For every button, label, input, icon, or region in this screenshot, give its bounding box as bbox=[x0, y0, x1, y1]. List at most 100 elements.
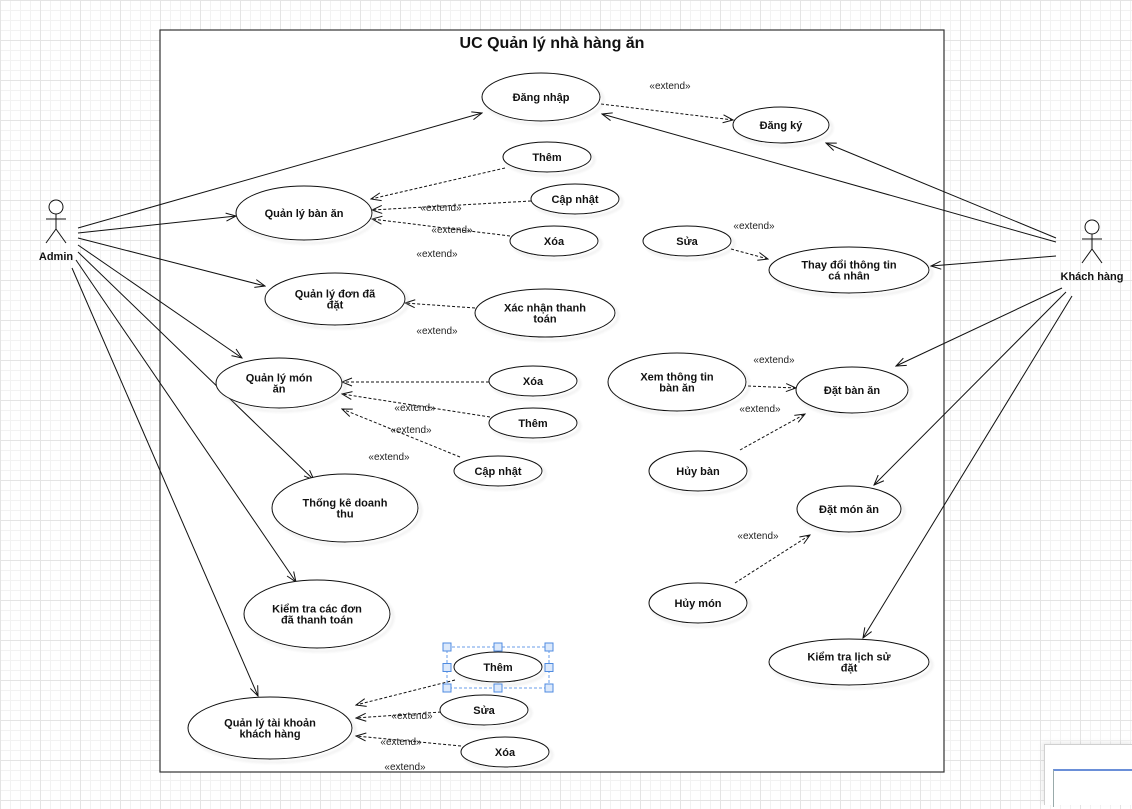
use-case-ellipse[interactable] bbox=[488, 365, 578, 397]
association-admin-kiem_tra_don[interactable] bbox=[75, 259, 296, 582]
actor-customer[interactable]: Khách hàng bbox=[1061, 219, 1124, 283]
association-customer-dat_mon[interactable] bbox=[874, 291, 1067, 485]
use-case-ellipse[interactable] bbox=[642, 225, 732, 257]
resize-handle[interactable] bbox=[493, 683, 503, 693]
resize-handle[interactable] bbox=[544, 663, 554, 672]
association-layer bbox=[71, 113, 1073, 696]
use-case-label: Thêm bbox=[518, 418, 548, 430]
panel-tab[interactable] bbox=[1053, 769, 1132, 807]
use-case-ellipse[interactable] bbox=[488, 407, 578, 439]
use-case-label: Hủy bàn bbox=[676, 466, 720, 478]
use-case-ellipse[interactable] bbox=[796, 485, 902, 533]
use-case-them-tk[interactable]: Thêm bbox=[453, 651, 543, 683]
extend-sua_tk-ql_tk[interactable] bbox=[356, 711, 442, 718]
use-case-dang-nhap[interactable]: Đăng nhập bbox=[481, 72, 601, 122]
use-case-ellipse[interactable] bbox=[453, 455, 543, 487]
use-case-them-mon[interactable]: Thêm bbox=[488, 407, 578, 439]
use-case-ellipse[interactable] bbox=[607, 352, 747, 412]
use-case-ellipse[interactable] bbox=[264, 272, 406, 326]
use-case-sua-tk[interactable]: Sửa bbox=[439, 694, 529, 726]
extend-xoa_ban-ql_ban_an[interactable] bbox=[372, 219, 511, 237]
use-case-label: cá nhân bbox=[828, 271, 870, 283]
use-case-ellipse[interactable] bbox=[243, 579, 391, 649]
resize-handle[interactable] bbox=[544, 683, 554, 693]
use-case-ellipse[interactable] bbox=[530, 183, 620, 215]
resize-handle[interactable] bbox=[442, 663, 452, 672]
actor-layer: Admin Khách hàng bbox=[39, 199, 1124, 283]
use-case-ellipse[interactable] bbox=[460, 736, 550, 768]
association-admin-ql_mon[interactable] bbox=[77, 244, 242, 358]
use-case-ellipse[interactable] bbox=[795, 366, 909, 414]
use-case-ellipse[interactable] bbox=[732, 106, 830, 144]
use-case-huy-ban[interactable]: Hủy bàn bbox=[648, 450, 748, 492]
extend-them_tk-ql_tk[interactable] bbox=[356, 679, 456, 705]
resize-handle[interactable] bbox=[544, 642, 554, 652]
extend-them_ban-ql_ban_an[interactable] bbox=[371, 167, 506, 199]
use-case-dat-ban[interactable]: Đặt bàn ăn bbox=[795, 366, 909, 414]
extend-dang_nhap-dang_ky[interactable] bbox=[600, 103, 733, 120]
use-case-them-ban[interactable]: Thêm bbox=[502, 141, 592, 173]
use-case-capnhat-mon[interactable]: Cập nhật bbox=[453, 455, 543, 487]
association-customer-dat_ban[interactable] bbox=[896, 287, 1063, 366]
extend-capnhat_ban-ql_ban_an[interactable] bbox=[372, 200, 532, 210]
use-case-label: đã thanh toán bbox=[281, 615, 353, 627]
association-admin-dang_nhap[interactable] bbox=[77, 113, 482, 229]
use-case-sua-tt[interactable]: Sửa bbox=[642, 225, 732, 257]
extend-xem_ban-dat_ban[interactable] bbox=[747, 386, 796, 388]
use-case-ellipse[interactable] bbox=[271, 473, 419, 543]
use-case-ellipse[interactable] bbox=[439, 694, 529, 726]
use-case-ellipse[interactable] bbox=[502, 141, 592, 173]
use-case-ellipse[interactable] bbox=[453, 651, 543, 683]
use-case-capnhat-ban[interactable]: Cập nhật bbox=[530, 183, 620, 215]
extend-layer: «extend»«extend»«extend»«extend»«extend»… bbox=[342, 81, 810, 773]
use-case-ellipse[interactable] bbox=[481, 72, 601, 122]
use-case-dang-ky[interactable]: Đăng ký bbox=[732, 106, 830, 144]
extend-sua_tt-thay_doi[interactable] bbox=[730, 248, 768, 259]
use-case-xoa-tk[interactable]: Xóa bbox=[460, 736, 550, 768]
association-admin-ql_ban_an[interactable] bbox=[77, 216, 236, 234]
use-case-ellipse[interactable] bbox=[509, 225, 599, 257]
resize-handle[interactable] bbox=[442, 683, 452, 693]
resize-handle[interactable] bbox=[442, 642, 452, 652]
use-case-ellipse[interactable] bbox=[768, 638, 930, 686]
use-case-ellipse[interactable] bbox=[474, 288, 616, 338]
association-admin-ql_don[interactable] bbox=[77, 237, 265, 286]
association-customer-thay_doi[interactable] bbox=[931, 255, 1057, 266]
use-case-dat-mon[interactable]: Đặt món ăn bbox=[796, 485, 902, 533]
use-case-huy-mon[interactable]: Hủy món bbox=[648, 582, 748, 624]
association-customer-dang_ky[interactable] bbox=[826, 143, 1057, 239]
diagram-title: UC Quản lý nhà hàng ăn bbox=[460, 35, 645, 52]
extend-huy_ban-dat_ban[interactable] bbox=[739, 414, 805, 451]
association-admin-ql_tk[interactable] bbox=[71, 267, 258, 696]
extend-xac_nhan-ql_don[interactable] bbox=[405, 303, 476, 309]
extend-xoa_tk-ql_tk[interactable] bbox=[356, 736, 462, 747]
association-customer-dang_nhap[interactable] bbox=[602, 114, 1057, 243]
resize-handle[interactable] bbox=[493, 642, 503, 652]
association-admin-thong_ke[interactable] bbox=[77, 251, 314, 480]
use-case-ellipse[interactable] bbox=[215, 357, 343, 409]
actor-admin[interactable]: Admin bbox=[39, 199, 74, 263]
use-case-ellipse[interactable] bbox=[768, 246, 930, 294]
use-case-ql-ban-an[interactable]: Quản lý bàn ăn bbox=[235, 185, 373, 241]
use-case-ellipse[interactable] bbox=[235, 185, 373, 241]
extend-label: «extend» bbox=[737, 531, 779, 542]
use-case-xoa-ban[interactable]: Xóa bbox=[509, 225, 599, 257]
association-customer-lich_su[interactable] bbox=[863, 295, 1073, 638]
use-case-ellipse[interactable] bbox=[648, 450, 748, 492]
use-case-ellipse[interactable] bbox=[187, 696, 353, 760]
use-case-ellipse[interactable] bbox=[648, 582, 748, 624]
use-case-label: Đặt món ăn bbox=[819, 504, 879, 516]
format-panel-corner[interactable] bbox=[1044, 744, 1132, 807]
extend-capnhat_mon-ql_mon[interactable] bbox=[342, 409, 461, 458]
use-case-xoa-mon[interactable]: Xóa bbox=[488, 365, 578, 397]
